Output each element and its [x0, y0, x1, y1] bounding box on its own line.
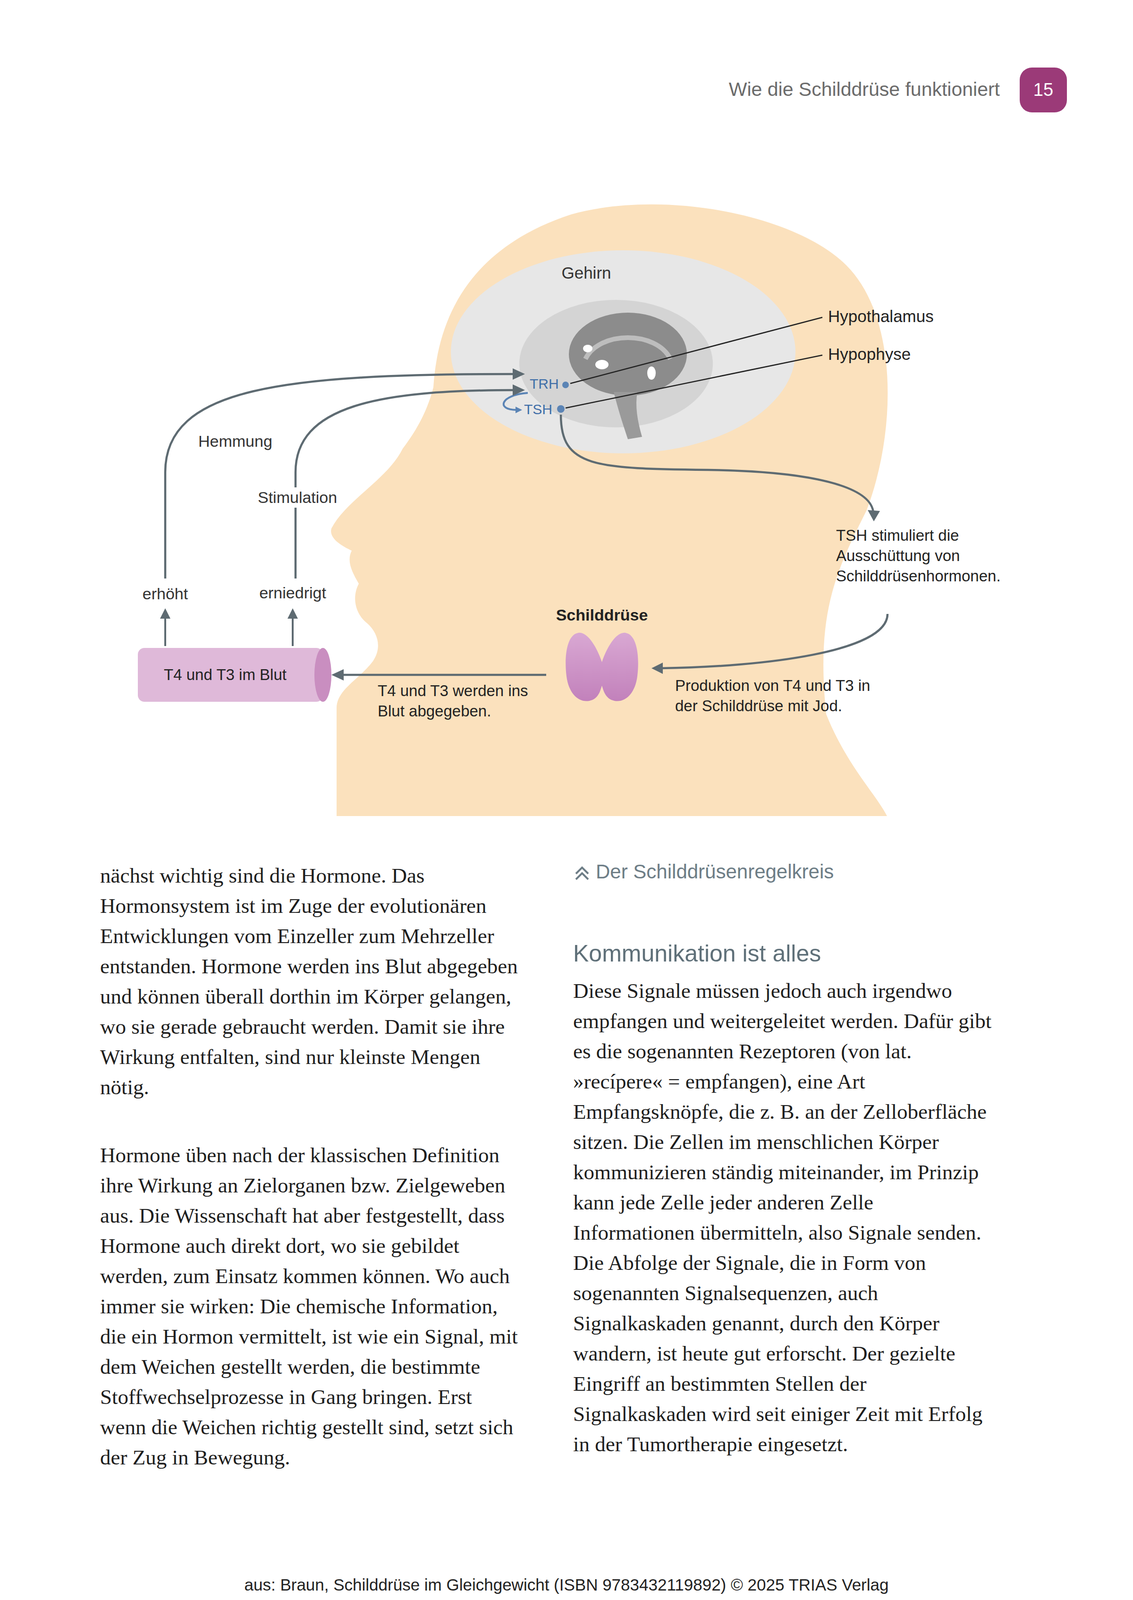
arrow-head: [512, 384, 525, 396]
connector: [331, 668, 547, 681]
body-paragraph: Diese Signale müssen jedoch auch irgendw…: [573, 975, 998, 1459]
part-label: Hypothalamus: [828, 306, 934, 326]
section-heading: Kommunikation ist alles: [573, 939, 821, 967]
connector-line: [340, 673, 547, 677]
arrow-label: Hemmung: [198, 431, 273, 451]
feedback-arrow: [295, 389, 516, 579]
node-text: Schilddrüse: [556, 605, 649, 624]
node-text: T4 und T3 im Blut: [163, 665, 287, 684]
edge-label: T4 und T3 werden ins Blut abgegeben.: [377, 680, 539, 721]
level-label: erhöht: [136, 584, 194, 603]
brain-core: [568, 312, 687, 396]
arrow-label: Stimulation: [254, 487, 340, 508]
body-paragraph: Hormone üben nach der klassischen Defini…: [100, 1139, 523, 1472]
hormone-label: TSH: [524, 401, 553, 417]
arrow-head: [287, 608, 298, 619]
brain-stem: [613, 391, 643, 440]
brain-spot: [647, 366, 656, 380]
hormone-label: TRH: [529, 375, 559, 392]
body-paragraph: nächst wichtig sind die Hormone. Das Hor…: [100, 860, 523, 1102]
level-label: erniedrigt: [254, 583, 331, 602]
pituitary-dot: [557, 405, 565, 413]
caption-icon: [575, 867, 589, 880]
tsh-arrow: [560, 414, 874, 513]
thyroid-node: Schilddrüse: [546, 605, 658, 707]
page-number: 15: [1019, 67, 1067, 113]
brain-arc: [585, 337, 671, 359]
brain-spot: [595, 359, 609, 370]
arrow-head: [651, 662, 663, 674]
feedback-arrow: [165, 373, 516, 579]
figure-caption: Der Schilddrüsenregelkreis: [595, 860, 834, 883]
note-text: Produktion von T4 und T3 in der Schilddr…: [675, 675, 888, 716]
leader-line: [570, 317, 823, 384]
up-arrow: [164, 616, 167, 646]
vessel-body: [137, 647, 323, 702]
thyroid-shape: [559, 628, 645, 705]
part-label: Hypophyse: [828, 344, 911, 364]
vessel-end: [314, 647, 332, 702]
running-head: Wie die Schilddrüse funktioniert: [728, 78, 1000, 101]
vessel-label: T4 und T3 im Blut: [137, 647, 332, 702]
production-arrow: [659, 613, 888, 668]
note-text: TSH stimuliert die Ausschüttung von Schi…: [836, 524, 1016, 586]
up-arrow: [291, 616, 294, 646]
arrow-head: [867, 509, 880, 522]
thyroid-lobes: [565, 632, 638, 702]
blood-vessel-node: T4 und T3 im Blut: [137, 647, 332, 702]
brain-label: Gehirn: [539, 263, 634, 283]
brain-outer: [450, 250, 796, 454]
leader-line: [565, 355, 823, 408]
brain-spot: [583, 344, 593, 353]
arrow-head: [515, 406, 523, 414]
arrow-head: [512, 368, 525, 380]
brain-ring: [519, 299, 713, 428]
arrow-head: [331, 668, 344, 681]
hypothalamus-dot: [562, 381, 569, 389]
organ-heading: Schilddrüse: [546, 605, 658, 625]
arrow-head: [160, 608, 171, 619]
head-silhouette: [330, 204, 888, 816]
footer-note: aus: Braun, Schilddrüse im Gleichgewicht…: [0, 1574, 1133, 1594]
